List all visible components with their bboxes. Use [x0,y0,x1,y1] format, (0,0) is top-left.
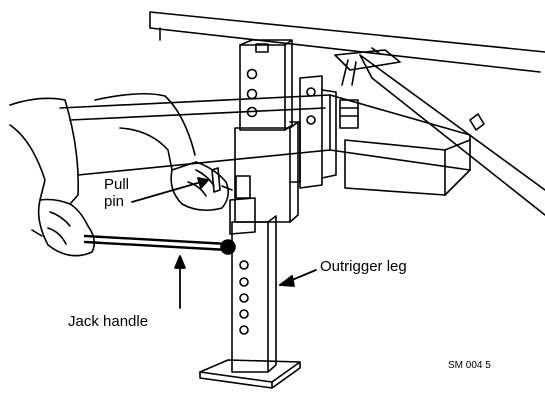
pull-pin-label-line2: pin [104,193,125,210]
jack-outer-tube [234,39,299,223]
outrigger-leg-tube [231,215,277,373]
outrigger-leg-label: Outrigger leg [320,258,407,275]
jack-handle-arrow-head [174,255,186,269]
left-hand [9,97,96,257]
jack-foot-plate [199,359,301,389]
right-hand [94,92,233,212]
pull-pin-bracket [211,167,256,235]
jack-handle [83,234,236,255]
pull-pin-label-line1: Pull [104,176,130,193]
callout-arrows [131,177,317,309]
figure-code: SM 004 5 [448,360,491,371]
pull-pin-arrow-head [197,177,209,189]
pull-pin-arrow [131,179,209,203]
outrigger-leg-arrow-head [279,275,295,287]
jack-handle-label: Jack handle [68,313,149,330]
trailer-frame [59,11,545,216]
